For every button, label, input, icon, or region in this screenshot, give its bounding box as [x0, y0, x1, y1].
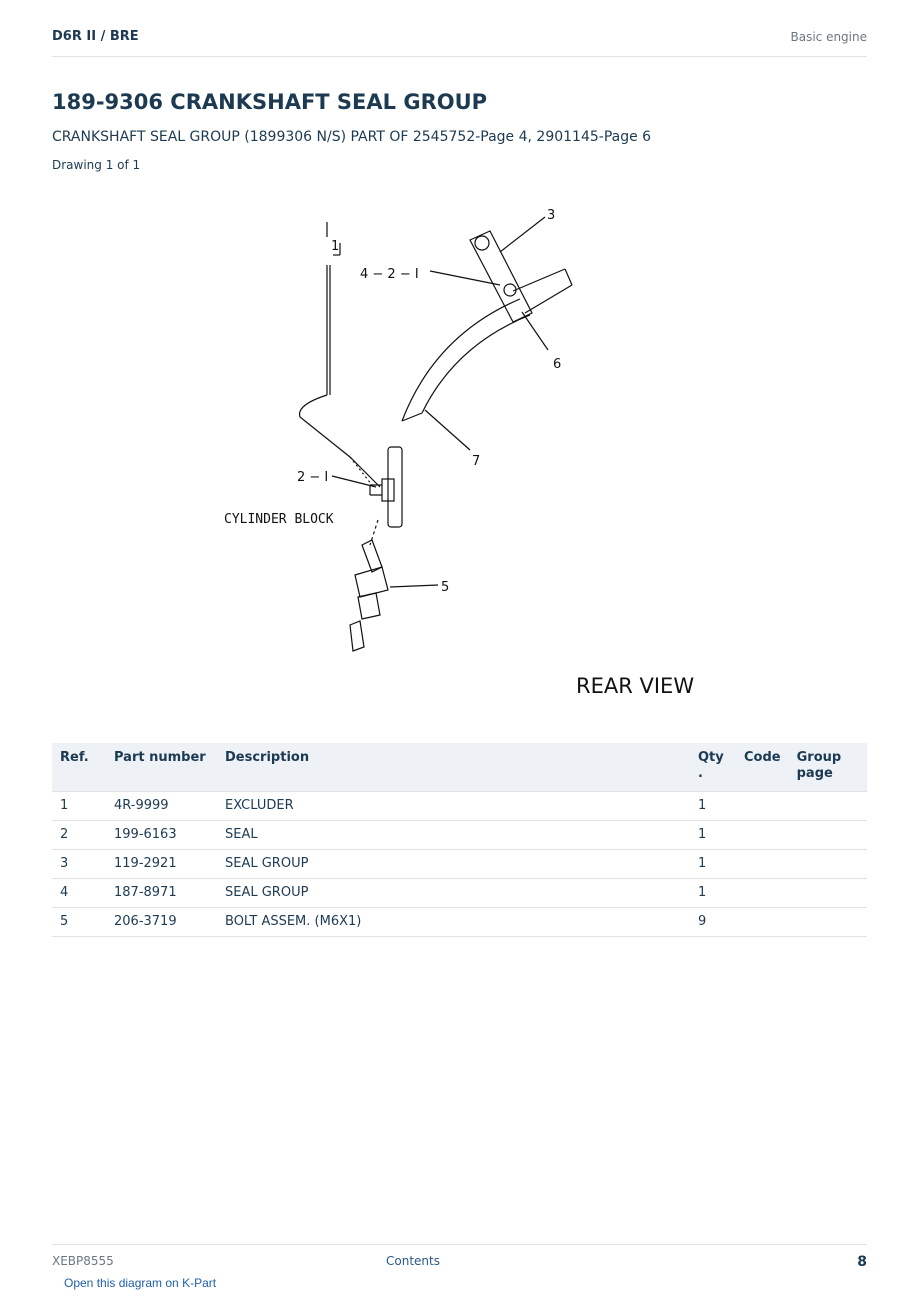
callout-4-2-1: 4 − 2 − I: [360, 267, 419, 282]
parts-table: Ref. Part number Description Qty . Code …: [52, 743, 867, 937]
part-number-cell: 119-2921: [106, 849, 217, 879]
cylinder-block-label: CYLINDER BLOCK: [224, 512, 334, 527]
ref-cell: 1: [52, 791, 106, 821]
callout-1: 1: [331, 239, 339, 254]
callout-2-1: 2 − I: [297, 470, 328, 485]
ref-cell: 5: [52, 907, 106, 937]
ref-cell: 2: [52, 820, 106, 850]
parts-table-header: Ref. Part number Description Qty . Code …: [52, 743, 867, 792]
qty-cell: 1: [690, 849, 736, 879]
ref-cell: 4: [52, 878, 106, 908]
bolt-assembly-part: [349, 519, 389, 652]
col-group-page: Group page: [788, 743, 867, 792]
col-part-number: Part number: [106, 743, 217, 792]
col-code: Code: [736, 743, 789, 792]
part-number-cell: 206-3719: [106, 907, 217, 937]
description-cell: SEAL GROUP: [217, 849, 690, 879]
excluder-strip-part: [298, 222, 381, 488]
rear-view-label: REAR VIEW: [576, 674, 694, 698]
col-ref: Ref.: [52, 743, 106, 792]
vertical-seal-part: [369, 446, 403, 528]
code-cell: [736, 849, 789, 879]
group-page-cell: [788, 791, 867, 821]
callout-5: 5: [441, 580, 449, 595]
col-qty: Qty .: [690, 743, 736, 792]
description-cell: EXCLUDER: [217, 791, 690, 821]
qty-cell: 1: [690, 878, 736, 908]
callout-3: 3: [547, 208, 555, 223]
parts-diagram: 1 4 − 2 − I 3 6 7 2 − I 5 CYLINDER BLOCK…: [224, 208, 694, 698]
group-page-cell: [788, 907, 867, 937]
kpart-link[interactable]: Open this diagram on K-Part: [64, 1276, 217, 1290]
description-cell: SEAL: [217, 820, 690, 850]
model-label: D6R II / BRE: [52, 29, 139, 44]
drawing-count: Drawing 1 of 1: [52, 158, 141, 172]
qty-cell: 1: [690, 820, 736, 850]
page-number: 8: [857, 1254, 867, 1270]
section-label: Basic engine: [790, 30, 867, 44]
description-cell: SEAL GROUP: [217, 878, 690, 908]
description-cell: BOLT ASSEM. (M6X1): [217, 907, 690, 937]
callout-6: 6: [553, 357, 561, 372]
callout-7: 7: [472, 454, 480, 469]
clamp-plate-part: [469, 230, 533, 323]
code-cell: [736, 907, 789, 937]
group-page-cell: [788, 849, 867, 879]
arc-seal-part: [401, 268, 573, 422]
group-page-cell: [788, 878, 867, 908]
part-number-cell: 187-8971: [106, 878, 217, 908]
page-footer: XEBP8555 Contents 8: [52, 1244, 867, 1275]
document-id: XEBP8555: [52, 1254, 114, 1268]
qty-cell: 9: [690, 907, 736, 937]
page-header: D6R II / BRE Basic engine: [52, 28, 867, 57]
contents-link[interactable]: Contents: [386, 1254, 440, 1268]
page-title: 189-9306 CRANKSHAFT SEAL GROUP: [52, 90, 488, 114]
ref-cell: 3: [52, 849, 106, 879]
part-number-cell: 199-6163: [106, 820, 217, 850]
code-cell: [736, 820, 789, 850]
group-page-cell: [788, 820, 867, 850]
part-number-cell: 4R-9999: [106, 791, 217, 821]
code-cell: [736, 878, 789, 908]
code-cell: [736, 791, 789, 821]
qty-cell: 1: [690, 791, 736, 821]
page-subtitle: CRANKSHAFT SEAL GROUP (1899306 N/S) PART…: [52, 129, 652, 145]
col-description: Description: [217, 743, 690, 792]
